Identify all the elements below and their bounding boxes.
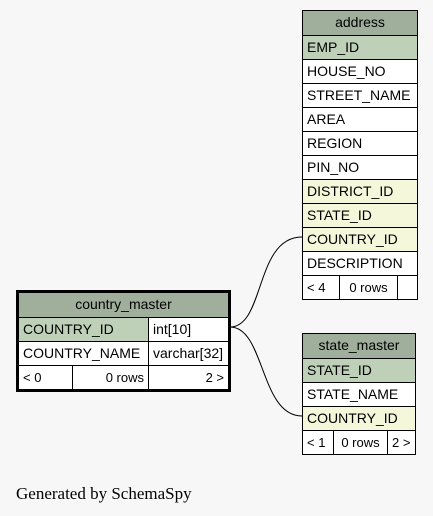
column-row[interactable]: STATE_ID <box>303 203 417 227</box>
column-row[interactable]: PIN_NO <box>303 155 417 179</box>
row-count: 0 rows <box>72 366 148 389</box>
column-name[interactable]: STATE_ID <box>307 207 372 223</box>
parents-count[interactable]: < 1 <box>307 435 326 450</box>
table-country-master[interactable]: country_master COUNTRY_ID int[10] COUNTR… <box>16 290 231 392</box>
column-name[interactable]: REGION <box>307 135 363 151</box>
column-name[interactable]: STATE_ID <box>307 362 372 378</box>
column-row[interactable]: STREET_NAME <box>303 83 417 107</box>
column-name[interactable]: COUNTRY_ID <box>307 410 398 426</box>
column-name[interactable]: COUNTRY_NAME <box>19 342 148 365</box>
column-name[interactable]: EMP_ID <box>307 39 360 55</box>
column-row[interactable]: REGION <box>303 131 417 155</box>
children-count[interactable]: 2 > <box>148 366 228 389</box>
table-footer: < 0 0 rows 2 > <box>19 365 228 389</box>
column-name[interactable]: HOUSE_NO <box>307 63 386 79</box>
column-row[interactable]: EMP_ID <box>303 35 417 59</box>
table-name[interactable]: state_master <box>318 337 400 353</box>
table-header[interactable]: address <box>303 11 417 35</box>
table-footer: < 4 0 rows <box>303 275 417 299</box>
row-count: 0 rows <box>339 276 397 299</box>
column-row[interactable]: AREA <box>303 107 417 131</box>
column-row[interactable]: HOUSE_NO <box>303 59 417 83</box>
column-row[interactable]: DISTRICT_ID <box>303 179 417 203</box>
column-type: int[10] <box>148 318 228 341</box>
table-header[interactable]: state_master <box>303 334 415 358</box>
column-type: varchar[32] <box>148 342 228 365</box>
table-state-master[interactable]: state_master STATE_ID STATE_NAME COUNTRY… <box>302 333 416 455</box>
table-header[interactable]: country_master <box>19 293 228 317</box>
column-name[interactable]: COUNTRY_ID <box>19 318 148 341</box>
edge-country-to-address <box>229 236 303 328</box>
table-footer: < 1 0 rows 2 > <box>303 430 415 454</box>
children-count[interactable]: 2 > <box>387 431 415 454</box>
column-name[interactable]: AREA <box>307 111 346 127</box>
parents-count[interactable]: < 4 <box>307 280 326 295</box>
children-count <box>397 276 417 299</box>
table-address[interactable]: address EMP_ID HOUSE_NO STREET_NAME AREA… <box>302 10 418 300</box>
column-name[interactable]: STREET_NAME <box>307 87 411 103</box>
column-row[interactable]: COUNTRY_ID <box>303 227 417 251</box>
column-name[interactable]: STATE_NAME <box>307 386 399 402</box>
column-row[interactable]: STATE_NAME <box>303 382 415 406</box>
table-name[interactable]: country_master <box>75 296 172 312</box>
column-row[interactable]: COUNTRY_ID int[10] <box>19 317 228 341</box>
column-name[interactable]: DISTRICT_ID <box>307 183 394 199</box>
table-name[interactable]: address <box>335 14 385 30</box>
column-name[interactable]: COUNTRY_ID <box>307 231 398 247</box>
column-name[interactable]: DESCRIPTION <box>307 255 403 271</box>
column-row[interactable]: COUNTRY_NAME varchar[32] <box>19 341 228 365</box>
generated-by-credit: Generated by SchemaSpy <box>16 484 192 503</box>
column-row[interactable]: STATE_ID <box>303 358 415 382</box>
edge-country-to-state <box>229 326 303 417</box>
parents-count: < 0 <box>23 370 42 385</box>
column-row[interactable]: COUNTRY_ID <box>303 406 415 430</box>
column-row[interactable]: DESCRIPTION <box>303 251 417 275</box>
column-name[interactable]: PIN_NO <box>307 159 360 175</box>
row-count: 0 rows <box>333 431 387 454</box>
